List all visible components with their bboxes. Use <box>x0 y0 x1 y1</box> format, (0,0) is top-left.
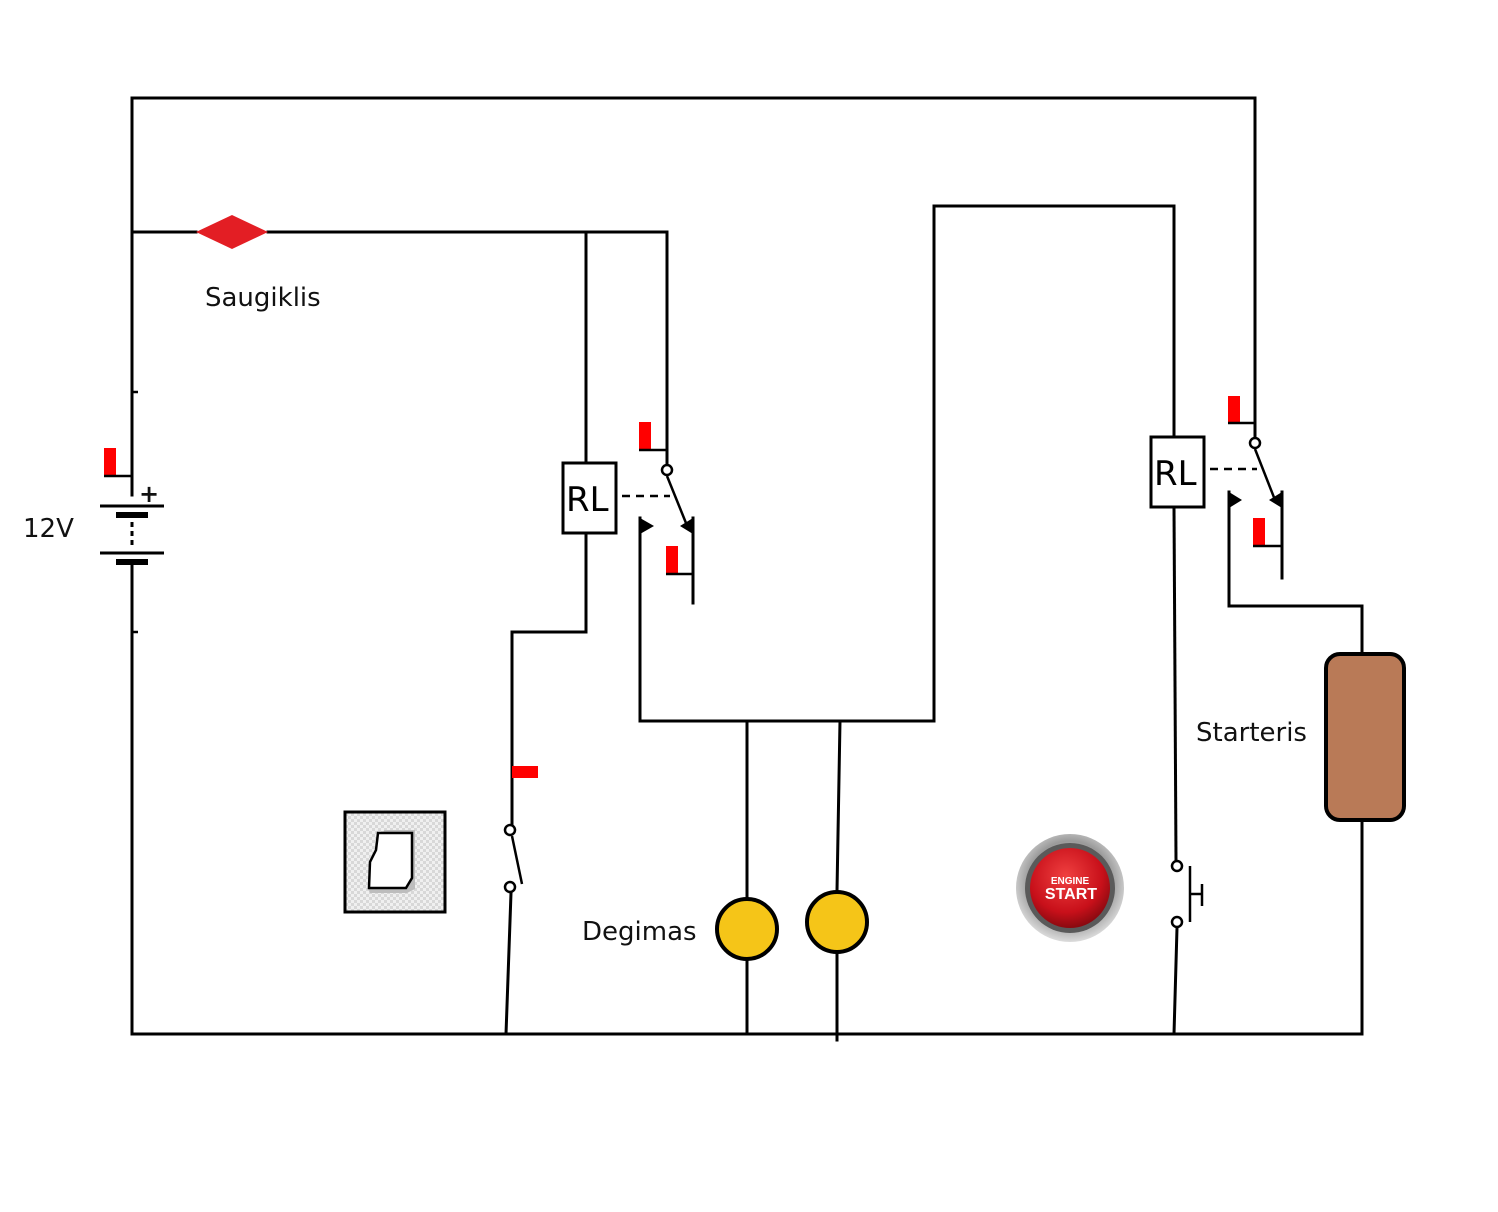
relay-1-no-contact <box>640 518 654 534</box>
relay-2-marker-top <box>1228 396 1240 423</box>
wire-top-rail <box>130 96 1257 442</box>
engine-start-button[interactable]: ENGINE START <box>1016 834 1204 942</box>
wire-ignition-ground <box>504 891 513 1036</box>
lamp-2 <box>805 890 869 954</box>
wire-relay2-output <box>1227 490 1364 656</box>
relay-1-marker-top <box>639 422 651 450</box>
push-button-contact-top <box>1170 859 1184 873</box>
fuse-icon <box>196 215 268 249</box>
wire-relay1-coil-bottom <box>510 531 588 826</box>
ignition-switch[interactable] <box>343 766 538 914</box>
start-button-text-bottom: START <box>1045 886 1097 903</box>
ignition-switch-contact-bottom <box>503 880 517 894</box>
relay-2-common-contact <box>1248 436 1262 450</box>
start-button-text-top: ENGINE <box>1051 876 1090 887</box>
starter-motor: Starteris <box>1196 652 1406 822</box>
relay-1-marker-bottom <box>666 546 678 574</box>
relay-2-label: RL <box>1154 454 1197 494</box>
push-button-contact-bottom <box>1170 915 1184 929</box>
ignition-switch-contact-top <box>503 823 517 837</box>
relay-1-nc-contact <box>680 518 693 534</box>
lamp-1 <box>715 897 779 961</box>
ignition-switch-marker <box>512 766 538 778</box>
battery-plus-sign: + <box>139 480 159 508</box>
wire-relay2-coil-bottom <box>1172 505 1178 862</box>
relay-2: RL <box>1149 396 1282 548</box>
fuse-label: Saugiklis <box>205 283 321 313</box>
relay-2-marker-bottom <box>1253 518 1265 546</box>
relay-2-nc-contact <box>1269 492 1282 508</box>
relay-2-switch-arm <box>1253 448 1277 501</box>
battery: + 12V <box>23 390 164 634</box>
push-button-actuator <box>1190 884 1204 906</box>
ignition-lamps: Degimas <box>582 890 869 961</box>
wires <box>130 96 1364 1042</box>
ignition-switch-arm <box>510 835 524 885</box>
wire-button-ground <box>1172 926 1179 1036</box>
relay-1-label: RL <box>566 480 609 520</box>
relay-2-no-contact <box>1229 492 1242 508</box>
wire-relay1-output <box>638 204 1176 723</box>
relay-1-coil <box>561 461 618 535</box>
relay-1: RL <box>561 422 693 576</box>
fuse: Saugiklis <box>196 215 321 313</box>
relay-1-switch-arm <box>665 475 690 529</box>
start-button-face[interactable] <box>1030 848 1110 928</box>
lamps-label: Degimas <box>582 917 697 947</box>
battery-marker <box>104 448 116 476</box>
relay-1-common-contact <box>660 463 674 477</box>
battery-label: 12V <box>23 514 74 544</box>
wire-lamp2-top <box>835 719 842 893</box>
starter-body <box>1324 652 1406 822</box>
starter-label: Starteris <box>1196 718 1307 748</box>
relay-2-coil <box>1149 435 1206 509</box>
toggle-rocker-icon <box>367 831 414 890</box>
